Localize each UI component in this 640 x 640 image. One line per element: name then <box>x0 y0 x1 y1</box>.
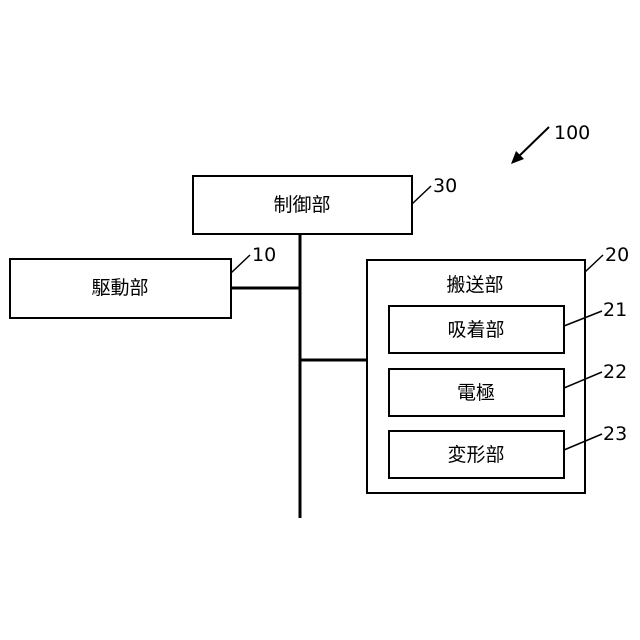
drive-ref-label: 10 <box>252 244 276 266</box>
drive-block: 駆動部 <box>10 259 231 318</box>
suction-part-ref-label: 21 <box>603 299 627 321</box>
transport-label: 搬送部 <box>446 274 503 296</box>
controller-block: 制御部 <box>193 176 412 234</box>
electrode-ref-label: 22 <box>603 361 627 383</box>
system-ref-arrow-line <box>515 127 549 160</box>
transport-ref-label: 20 <box>605 244 629 266</box>
drive-leader <box>231 255 250 273</box>
suction-part-block: 吸着部 <box>389 306 564 353</box>
controller-label: 制御部 <box>273 194 330 216</box>
suction-part-label: 吸着部 <box>447 319 504 341</box>
electrode-block: 電極 <box>389 369 564 416</box>
transport-leader <box>585 255 603 272</box>
electrode-label: 電極 <box>457 382 495 404</box>
deformation-part-ref-label: 23 <box>603 423 627 445</box>
system-ref-label: 100 <box>554 122 590 144</box>
deformation-part-block: 変形部 <box>389 431 564 478</box>
controller-ref-label: 30 <box>433 175 457 197</box>
drive-label: 駆動部 <box>91 277 148 299</box>
deformation-part-label: 変形部 <box>447 444 504 466</box>
controller-leader <box>412 186 431 204</box>
